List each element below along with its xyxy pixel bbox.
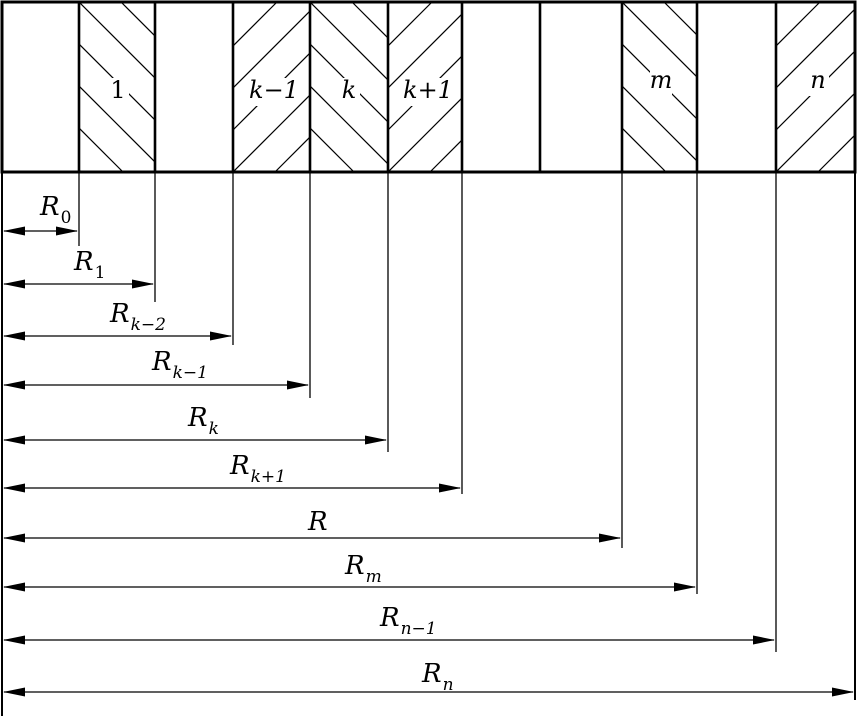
layer-label-4: k bbox=[342, 76, 357, 104]
layer-label-10: n bbox=[810, 66, 825, 94]
arrow-head bbox=[753, 635, 775, 645]
arrow-head bbox=[56, 226, 78, 236]
arrow-head bbox=[674, 582, 696, 592]
arrow-head bbox=[365, 435, 387, 445]
layer-10: n bbox=[776, 2, 855, 172]
dimension-label-9: Rn bbox=[421, 659, 454, 695]
layer-5: k+1 bbox=[388, 2, 462, 172]
strip-frame bbox=[0, 0, 857, 174]
arrow-head bbox=[132, 279, 154, 289]
dimension-label-4: Rk bbox=[187, 403, 219, 439]
dimension-2: Rk−2 bbox=[3, 172, 234, 345]
dimension-label-2: Rk−2 bbox=[109, 299, 166, 335]
dimension-label-6: R bbox=[307, 507, 328, 537]
layer-1: 1 bbox=[79, 2, 155, 172]
arrow-head bbox=[3, 331, 25, 341]
layer-label-3: k−1 bbox=[249, 76, 299, 104]
dimension-1: R1 bbox=[3, 172, 156, 302]
dimension-6: R bbox=[3, 172, 623, 548]
dimension-8: Rn−1 bbox=[3, 172, 777, 652]
layer-3: k−1 bbox=[233, 2, 310, 172]
arrow-head bbox=[3, 435, 25, 445]
arrow-head bbox=[3, 582, 25, 592]
dimension-label-5: Rk+1 bbox=[229, 451, 286, 487]
dimension-label-7: Rm bbox=[344, 551, 382, 587]
dimension-label-0: R0 bbox=[39, 192, 71, 228]
arrow-head bbox=[439, 483, 461, 493]
dimension-7: Rm bbox=[3, 172, 698, 594]
dimension-label-3: Rk−1 bbox=[151, 347, 208, 383]
arrow-head bbox=[210, 331, 232, 341]
arrow-head bbox=[3, 635, 25, 645]
arrow-head bbox=[3, 687, 25, 697]
arrow-head bbox=[3, 380, 25, 390]
arrow-head bbox=[832, 687, 854, 697]
dimension-label-8: Rn−1 bbox=[379, 603, 437, 639]
arrow-head bbox=[599, 533, 621, 543]
layer-label-1: 1 bbox=[110, 76, 125, 104]
layer-8: m bbox=[622, 2, 697, 172]
dimension-3: Rk−1 bbox=[3, 172, 311, 398]
dimension-label-1: R1 bbox=[73, 247, 105, 283]
hatch-8 bbox=[622, 2, 697, 172]
dimension-4: Rk bbox=[3, 172, 389, 452]
dimension-5: Rk+1 bbox=[3, 172, 463, 494]
arrow-head bbox=[3, 533, 25, 543]
layer-label-5: k+1 bbox=[403, 76, 453, 104]
dimension-9: Rn bbox=[3, 172, 856, 700]
layer-strip: 1 k−1 k k+1 m n bbox=[0, 0, 857, 174]
arrow-head bbox=[3, 226, 25, 236]
dimension-0: R0 bbox=[3, 172, 80, 246]
arrow-head bbox=[3, 279, 25, 289]
arrow-head bbox=[3, 483, 25, 493]
arrow-head bbox=[287, 380, 309, 390]
layer-label-8: m bbox=[650, 66, 673, 94]
